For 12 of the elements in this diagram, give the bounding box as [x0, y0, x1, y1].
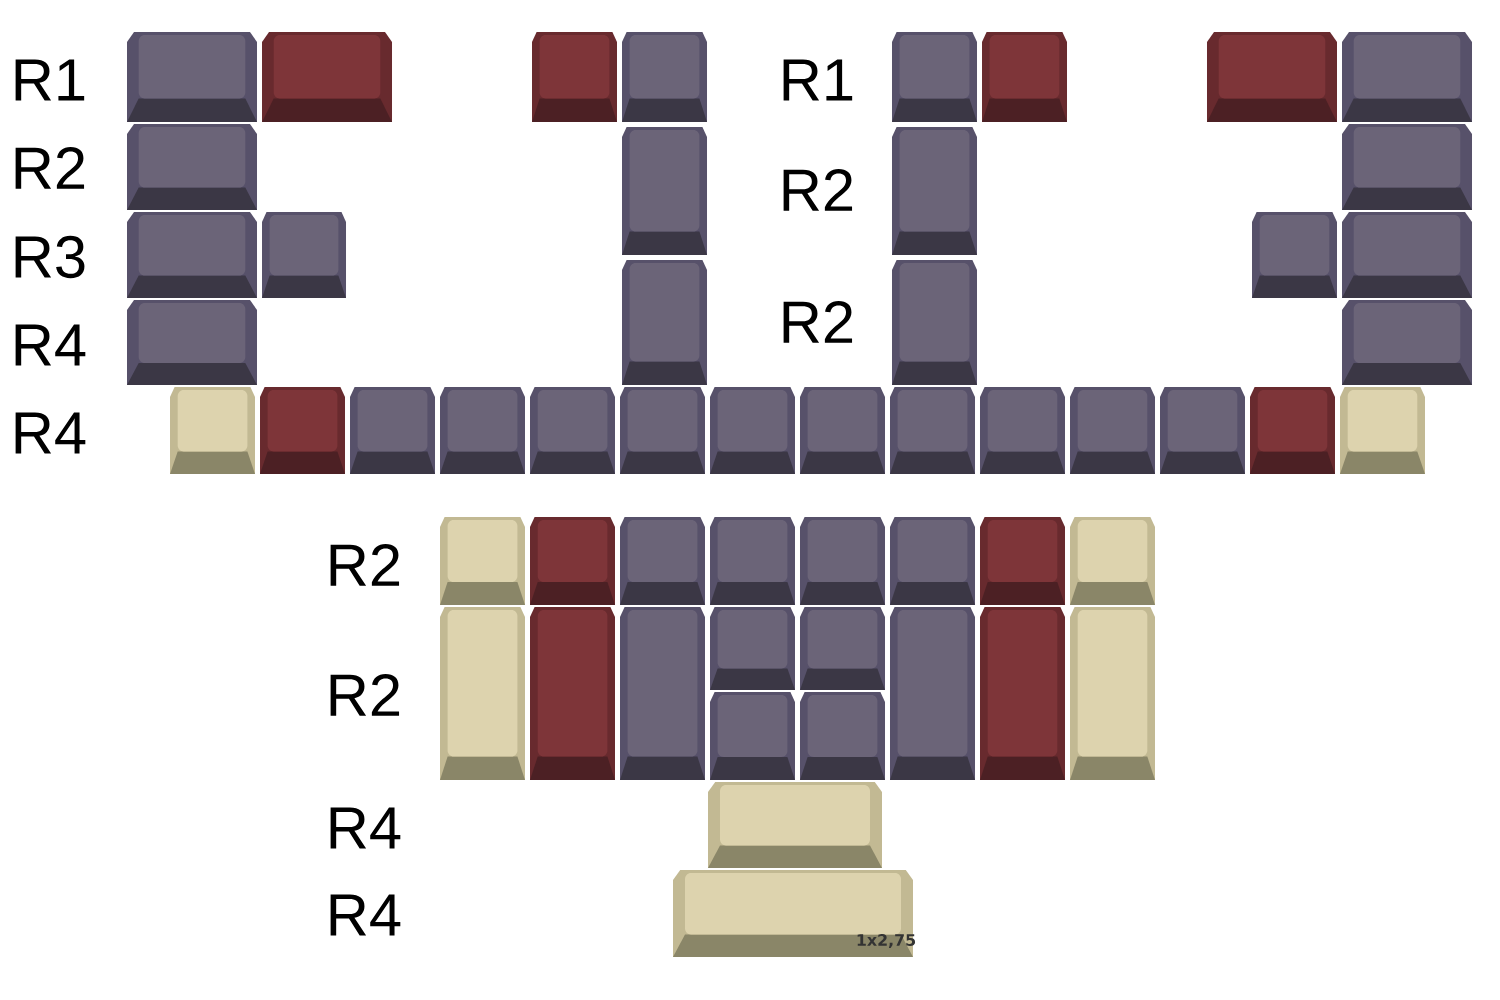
row-label: R3 [15, 235, 85, 279]
row-label: R1 [15, 59, 85, 101]
row-label: R4 [330, 807, 401, 849]
row-label: R4 [330, 894, 401, 936]
row-label: R2 [330, 544, 400, 586]
row-label: R2 [330, 674, 400, 716]
row-label: R1 [783, 59, 853, 101]
row-label: R4 [15, 412, 86, 454]
row-label: R2 [15, 147, 85, 189]
row-label: R4 [15, 324, 86, 366]
row-label: R2 [783, 169, 853, 211]
row-label: R2 [783, 301, 853, 343]
